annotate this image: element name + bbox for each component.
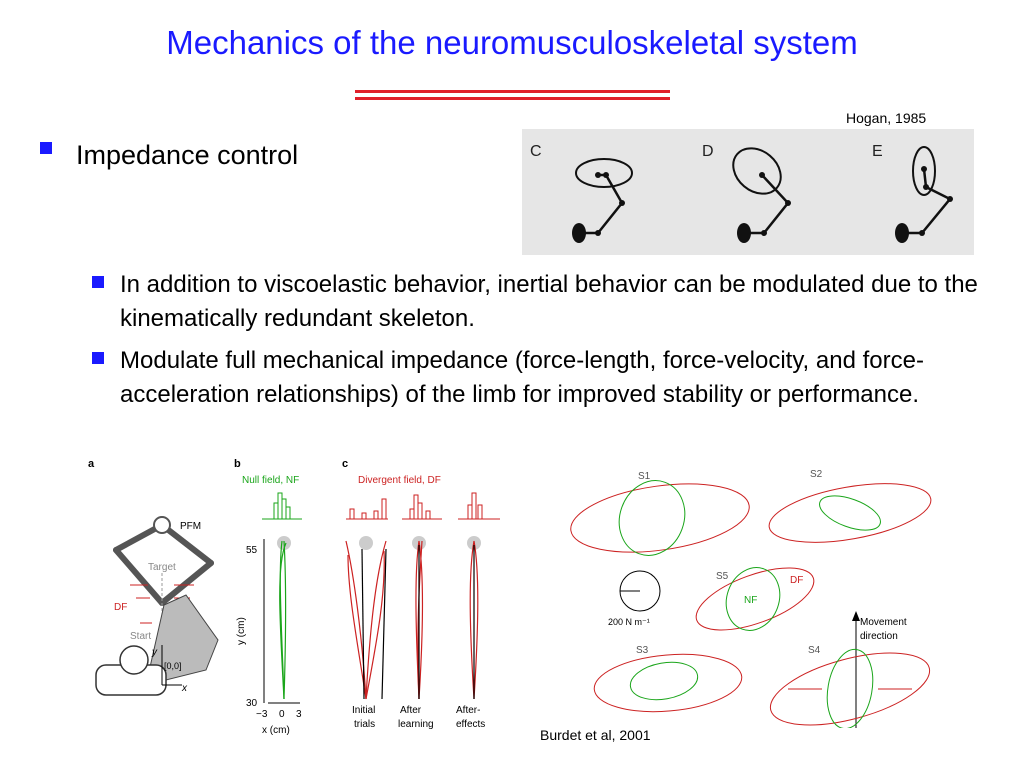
panel-label-b: b	[234, 458, 241, 470]
x-axis-label-a: x	[181, 683, 188, 694]
panel-label-c: c	[342, 458, 348, 470]
y-tick-55: 55	[246, 545, 258, 556]
burdet-trajectory-figure: a PFM Target DF Start y x [0,0] b Null f…	[88, 458, 500, 736]
origin-label: [0,0]	[164, 661, 182, 671]
start-label: Start	[130, 631, 151, 642]
movement-label-2: direction	[860, 631, 898, 642]
hogan-label-d: D	[702, 143, 714, 160]
condition-after-learning-2: learning	[398, 719, 434, 730]
df-histograms	[346, 492, 500, 520]
subject-s1: S1	[638, 471, 651, 482]
condition-after-learning: After	[400, 705, 422, 716]
subject-s3: S3	[636, 645, 649, 656]
subject-s4: S4	[808, 645, 821, 656]
citation-burdet: Burdet et al, 2001	[540, 727, 651, 743]
sub-bullet-inertial: In addition to viscoelastic behavior, in…	[120, 271, 978, 332]
hogan-label-e: E	[872, 143, 883, 160]
bullet-impedance-control: Impedance control	[76, 140, 299, 170]
subject-head	[119, 645, 149, 675]
condition-initial-2: trials	[354, 719, 375, 730]
condition-initial: Initial	[352, 705, 375, 716]
condition-after-effects-2: effects	[456, 719, 485, 730]
title-underline-top	[355, 90, 670, 93]
nf-label-s5: NF	[744, 595, 757, 606]
sub-bullet-marker-1	[92, 276, 104, 288]
title-underline-bottom	[355, 97, 670, 100]
slide-title: Mechanics of the neuromusculoskeletal sy…	[166, 24, 858, 61]
subject-s5: S5	[716, 571, 729, 582]
y-axis-title-b: y (cm)	[236, 617, 247, 645]
sub-bullet-marker-2	[92, 352, 104, 364]
condition-after-effects: After-	[456, 705, 480, 716]
df-trajectories	[345, 540, 479, 700]
sub-bullet-impedance: Modulate full mechanical impedance (forc…	[120, 347, 924, 408]
df-label-s5: DF	[790, 575, 803, 586]
df-label-a: DF	[114, 602, 127, 613]
x-axis-title-b: x (cm)	[262, 725, 290, 736]
divergent-field-label: Divergent field, DF	[358, 475, 441, 486]
panel-label-a: a	[88, 458, 95, 470]
burdet-stiffness-ellipses: S1 S2 200 N m⁻¹ S5 DF NF Movement direct…	[570, 469, 932, 728]
y-axis-label-a: y	[151, 647, 158, 658]
nf-histogram	[262, 492, 302, 520]
subject-s2: S2	[810, 469, 823, 480]
pfm-label: PFM	[180, 521, 201, 532]
movement-label-1: Movement	[860, 617, 907, 628]
citation-hogan: Hogan, 1985	[846, 110, 927, 126]
nf-trajectories	[279, 540, 287, 700]
pfm-manipulator	[113, 522, 214, 606]
scale-label: 200 N m⁻¹	[608, 617, 650, 627]
x-tick-3: 3	[296, 709, 302, 720]
bullet-marker	[40, 142, 52, 154]
target-label: Target	[148, 562, 176, 573]
y-tick-30: 30	[246, 698, 258, 709]
hogan-arm-figure: C D E	[522, 129, 974, 255]
hogan-label-c: C	[530, 143, 542, 160]
null-field-label: Null field, NF	[242, 475, 299, 486]
x-tick-0: 0	[279, 709, 285, 720]
x-tick-neg3: −3	[256, 709, 268, 720]
